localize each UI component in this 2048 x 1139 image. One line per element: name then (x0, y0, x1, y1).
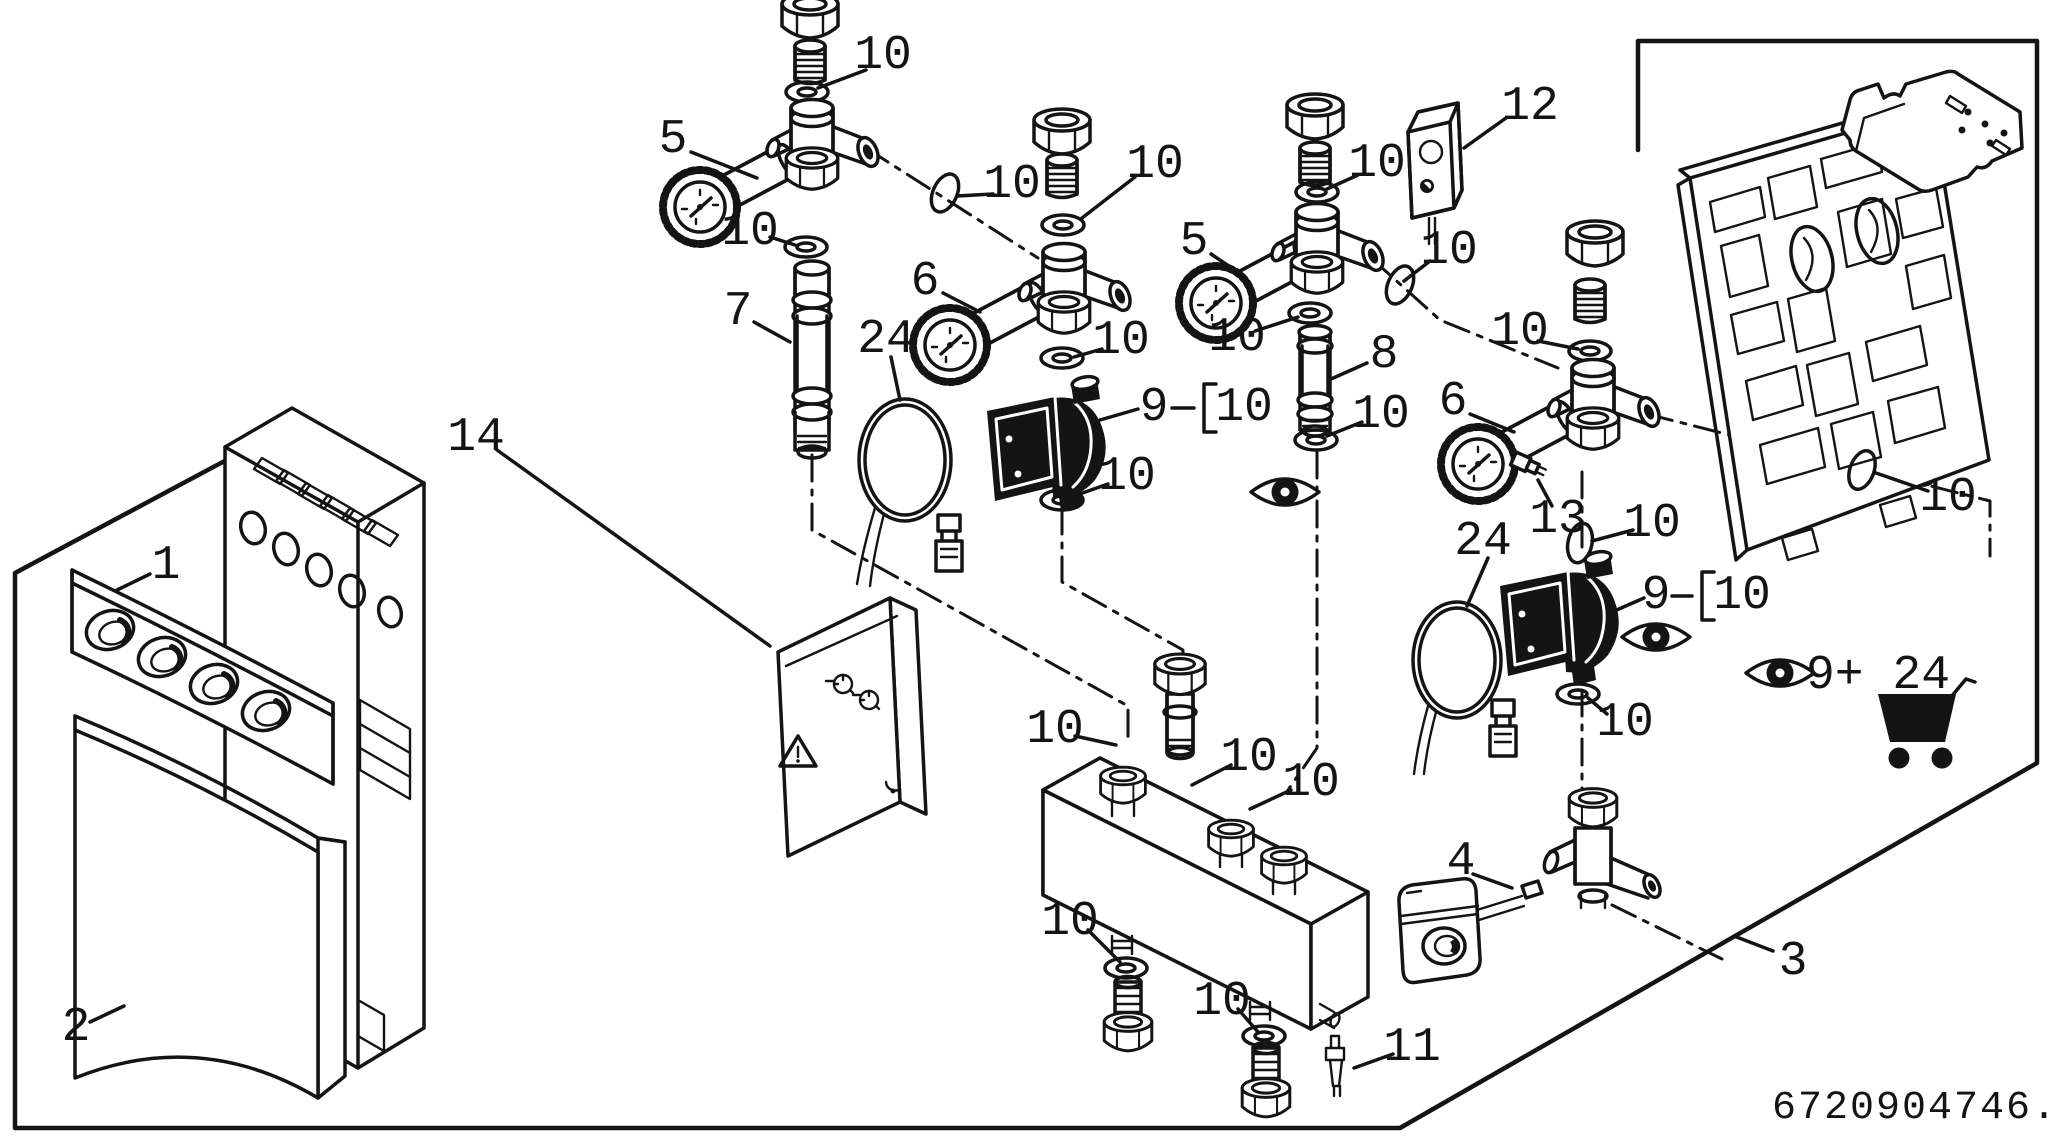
callout-6-left: 6 (911, 255, 940, 309)
actuator-motor-part4 (1397, 877, 1544, 985)
callout-10: 10 (1420, 224, 1478, 278)
callout-10: 10 (1208, 311, 1266, 365)
leader-lines (88, 68, 1930, 1070)
three-way-valve (1542, 787, 1662, 910)
order-icons (1620, 621, 1977, 769)
callout-9-right: 9 (1642, 569, 1671, 623)
callout-10-bracket-right: 10 (1713, 569, 1771, 623)
pump-group-right (1411, 219, 1882, 776)
switch-sensor-part12 (1406, 101, 1464, 246)
vent-screw-part13 (1508, 450, 1547, 477)
callout-6-right: 6 (1439, 375, 1468, 429)
assembly-frame (12, 38, 2040, 1131)
callout-10: 10 (1919, 471, 1977, 525)
callout-3: 3 (1779, 935, 1808, 989)
mounting-bracket (1840, 69, 2024, 194)
eye-icon (1620, 621, 1692, 653)
pump-cable-part24-right (1411, 600, 1518, 776)
callout-5-left: 5 (659, 113, 688, 167)
callout-5-middle: 5 (1180, 215, 1209, 269)
document-number: 6720904746.ae (1772, 1086, 2048, 1131)
callout-7: 7 (724, 285, 753, 339)
callout-10: 10 (1491, 305, 1549, 359)
callout-8: 8 (1370, 328, 1399, 382)
pump-part9-right (1498, 548, 1621, 688)
temperature-sensor-part11 (1318, 1002, 1346, 1098)
callout-10: 10 (1220, 731, 1278, 785)
callout-4: 4 (1447, 835, 1476, 889)
mixing-valve-group (1397, 787, 1662, 985)
callout-10: 10 (1126, 138, 1184, 192)
shopping-cart-icon (1878, 677, 1977, 769)
callout-13: 13 (1529, 493, 1587, 547)
callout-14: 14 (447, 411, 505, 465)
callout-1: 1 (152, 539, 181, 593)
callout-10: 10 (1596, 696, 1654, 750)
tailpiece-port2 (1153, 652, 1207, 761)
burner-rail-part1 (70, 568, 335, 786)
callout-9-plus-24: 9+ 24 (1806, 649, 1950, 703)
pump-group-left (855, 107, 1321, 588)
eye-icon (1249, 476, 1321, 508)
slip-washer (924, 168, 966, 218)
manifold (1041, 652, 1370, 1119)
insulation-shell (1676, 98, 1991, 562)
callout-2: 2 (62, 1001, 91, 1055)
callout-10: 10 (983, 158, 1041, 212)
callout-10: 10 (1193, 975, 1251, 1029)
callout-12: 12 (1501, 80, 1559, 134)
callout-10-bracket-left: 10 (1215, 381, 1273, 435)
controller-part14 (776, 596, 928, 858)
callout-10: 10 (1092, 314, 1150, 368)
pipe-part7 (791, 259, 833, 460)
callout-9-left: 9 (1140, 381, 1169, 435)
callout-10: 10 (854, 29, 912, 83)
valve-group-left (663, 0, 966, 460)
callout-labels: 1 2 3 4 5 5 6 6 7 8 9 10 9 10 11 12 13 1… (62, 29, 1977, 1075)
bracket-notation (1170, 382, 1716, 622)
eye-icon (1744, 657, 1816, 689)
callout-10: 10 (1098, 450, 1156, 504)
pump-cable-part24-left (855, 397, 964, 588)
callout-10: 10 (1026, 703, 1084, 757)
callout-10: 10 (1282, 756, 1340, 810)
callout-24-right: 24 (1454, 515, 1512, 569)
callout-10: 10 (1623, 497, 1681, 551)
callout-24-left: 24 (857, 313, 915, 367)
callout-10: 10 (1041, 895, 1099, 949)
callout-10: 10 (1348, 137, 1406, 191)
callout-11: 11 (1383, 1021, 1441, 1075)
front-panel-part2 (73, 714, 347, 1100)
drain-fittings (1102, 934, 1292, 1119)
callout-10: 10 (721, 205, 779, 259)
valve-group-middle (1179, 92, 1464, 452)
pipe-part8 (1296, 323, 1334, 438)
callout-10: 10 (1352, 388, 1410, 442)
